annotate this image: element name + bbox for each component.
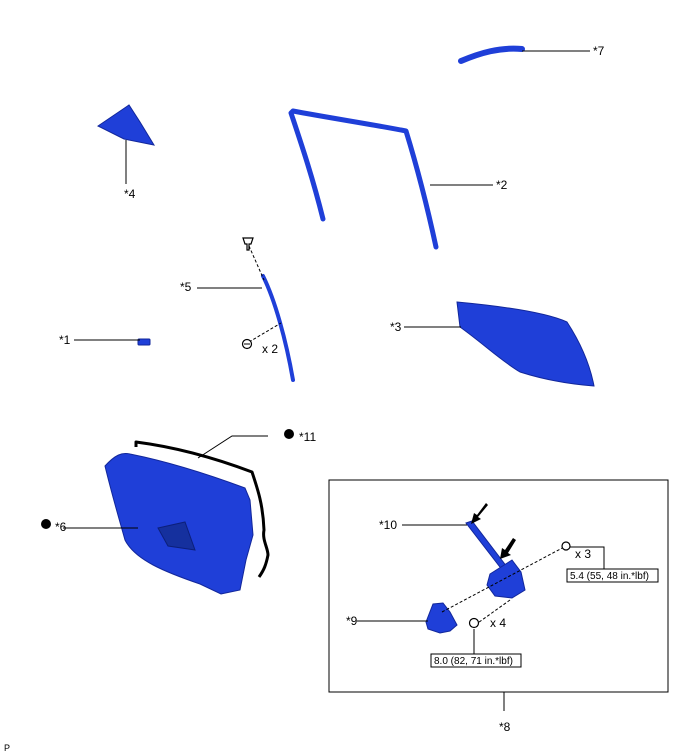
- dashed-guide-bolt-a: [441, 545, 567, 613]
- part-7-moulding: [458, 45, 525, 64]
- callout-2: *2: [496, 178, 508, 192]
- part-1-clip: [137, 338, 151, 346]
- arrow-icon: [471, 503, 488, 524]
- part-6-door-trim: [104, 452, 254, 595]
- callout-6: *6: [55, 520, 67, 534]
- screw-icon: [242, 237, 254, 251]
- callout-8: *8: [499, 720, 511, 734]
- part-11-weatherstrip: [134, 440, 270, 578]
- bullet-icon: [284, 429, 294, 439]
- torque-value-upper: 5.4 (55, 48 in.*lbf): [570, 571, 649, 582]
- part-2-glass-run: [288, 108, 439, 250]
- dashed-guide-upper: [248, 245, 265, 281]
- callout-1: *1: [59, 333, 71, 347]
- part-3-panel: [456, 301, 595, 387]
- dashed-guide-lower: [248, 322, 282, 343]
- part-5-division-bar: [261, 274, 295, 382]
- callout-5: *5: [180, 280, 192, 294]
- arrow-icon: [500, 538, 516, 559]
- part-4-corner-cover: [97, 104, 156, 146]
- torque-box-lower: [430, 653, 522, 668]
- torque-value-lower: 8.0 (82, 71 in.*lbf): [434, 656, 513, 667]
- callout-3: *3: [390, 320, 402, 334]
- bolt-icon: [561, 541, 571, 551]
- callout-4: *4: [124, 187, 136, 201]
- leader-11: [197, 435, 268, 459]
- bolt-icon: [468, 617, 480, 629]
- figure-code: P: [4, 743, 10, 753]
- callout-9: *9: [346, 614, 358, 628]
- part-9-motor: [425, 602, 458, 634]
- leader-torque-upper: [570, 546, 605, 569]
- screw-icon: [241, 338, 253, 350]
- screw-quantity: x 2: [262, 342, 278, 356]
- callout-10: *10: [379, 518, 397, 532]
- bolt-quantity-upper: x 3: [575, 547, 591, 561]
- dashed-guide-bolt-b: [474, 599, 511, 626]
- callout-11: *11: [299, 430, 316, 444]
- torque-box-upper: [566, 568, 659, 583]
- callout-7: *7: [593, 44, 605, 58]
- bolt-quantity-lower: x 4: [490, 616, 506, 630]
- bullet-icon: [41, 519, 51, 529]
